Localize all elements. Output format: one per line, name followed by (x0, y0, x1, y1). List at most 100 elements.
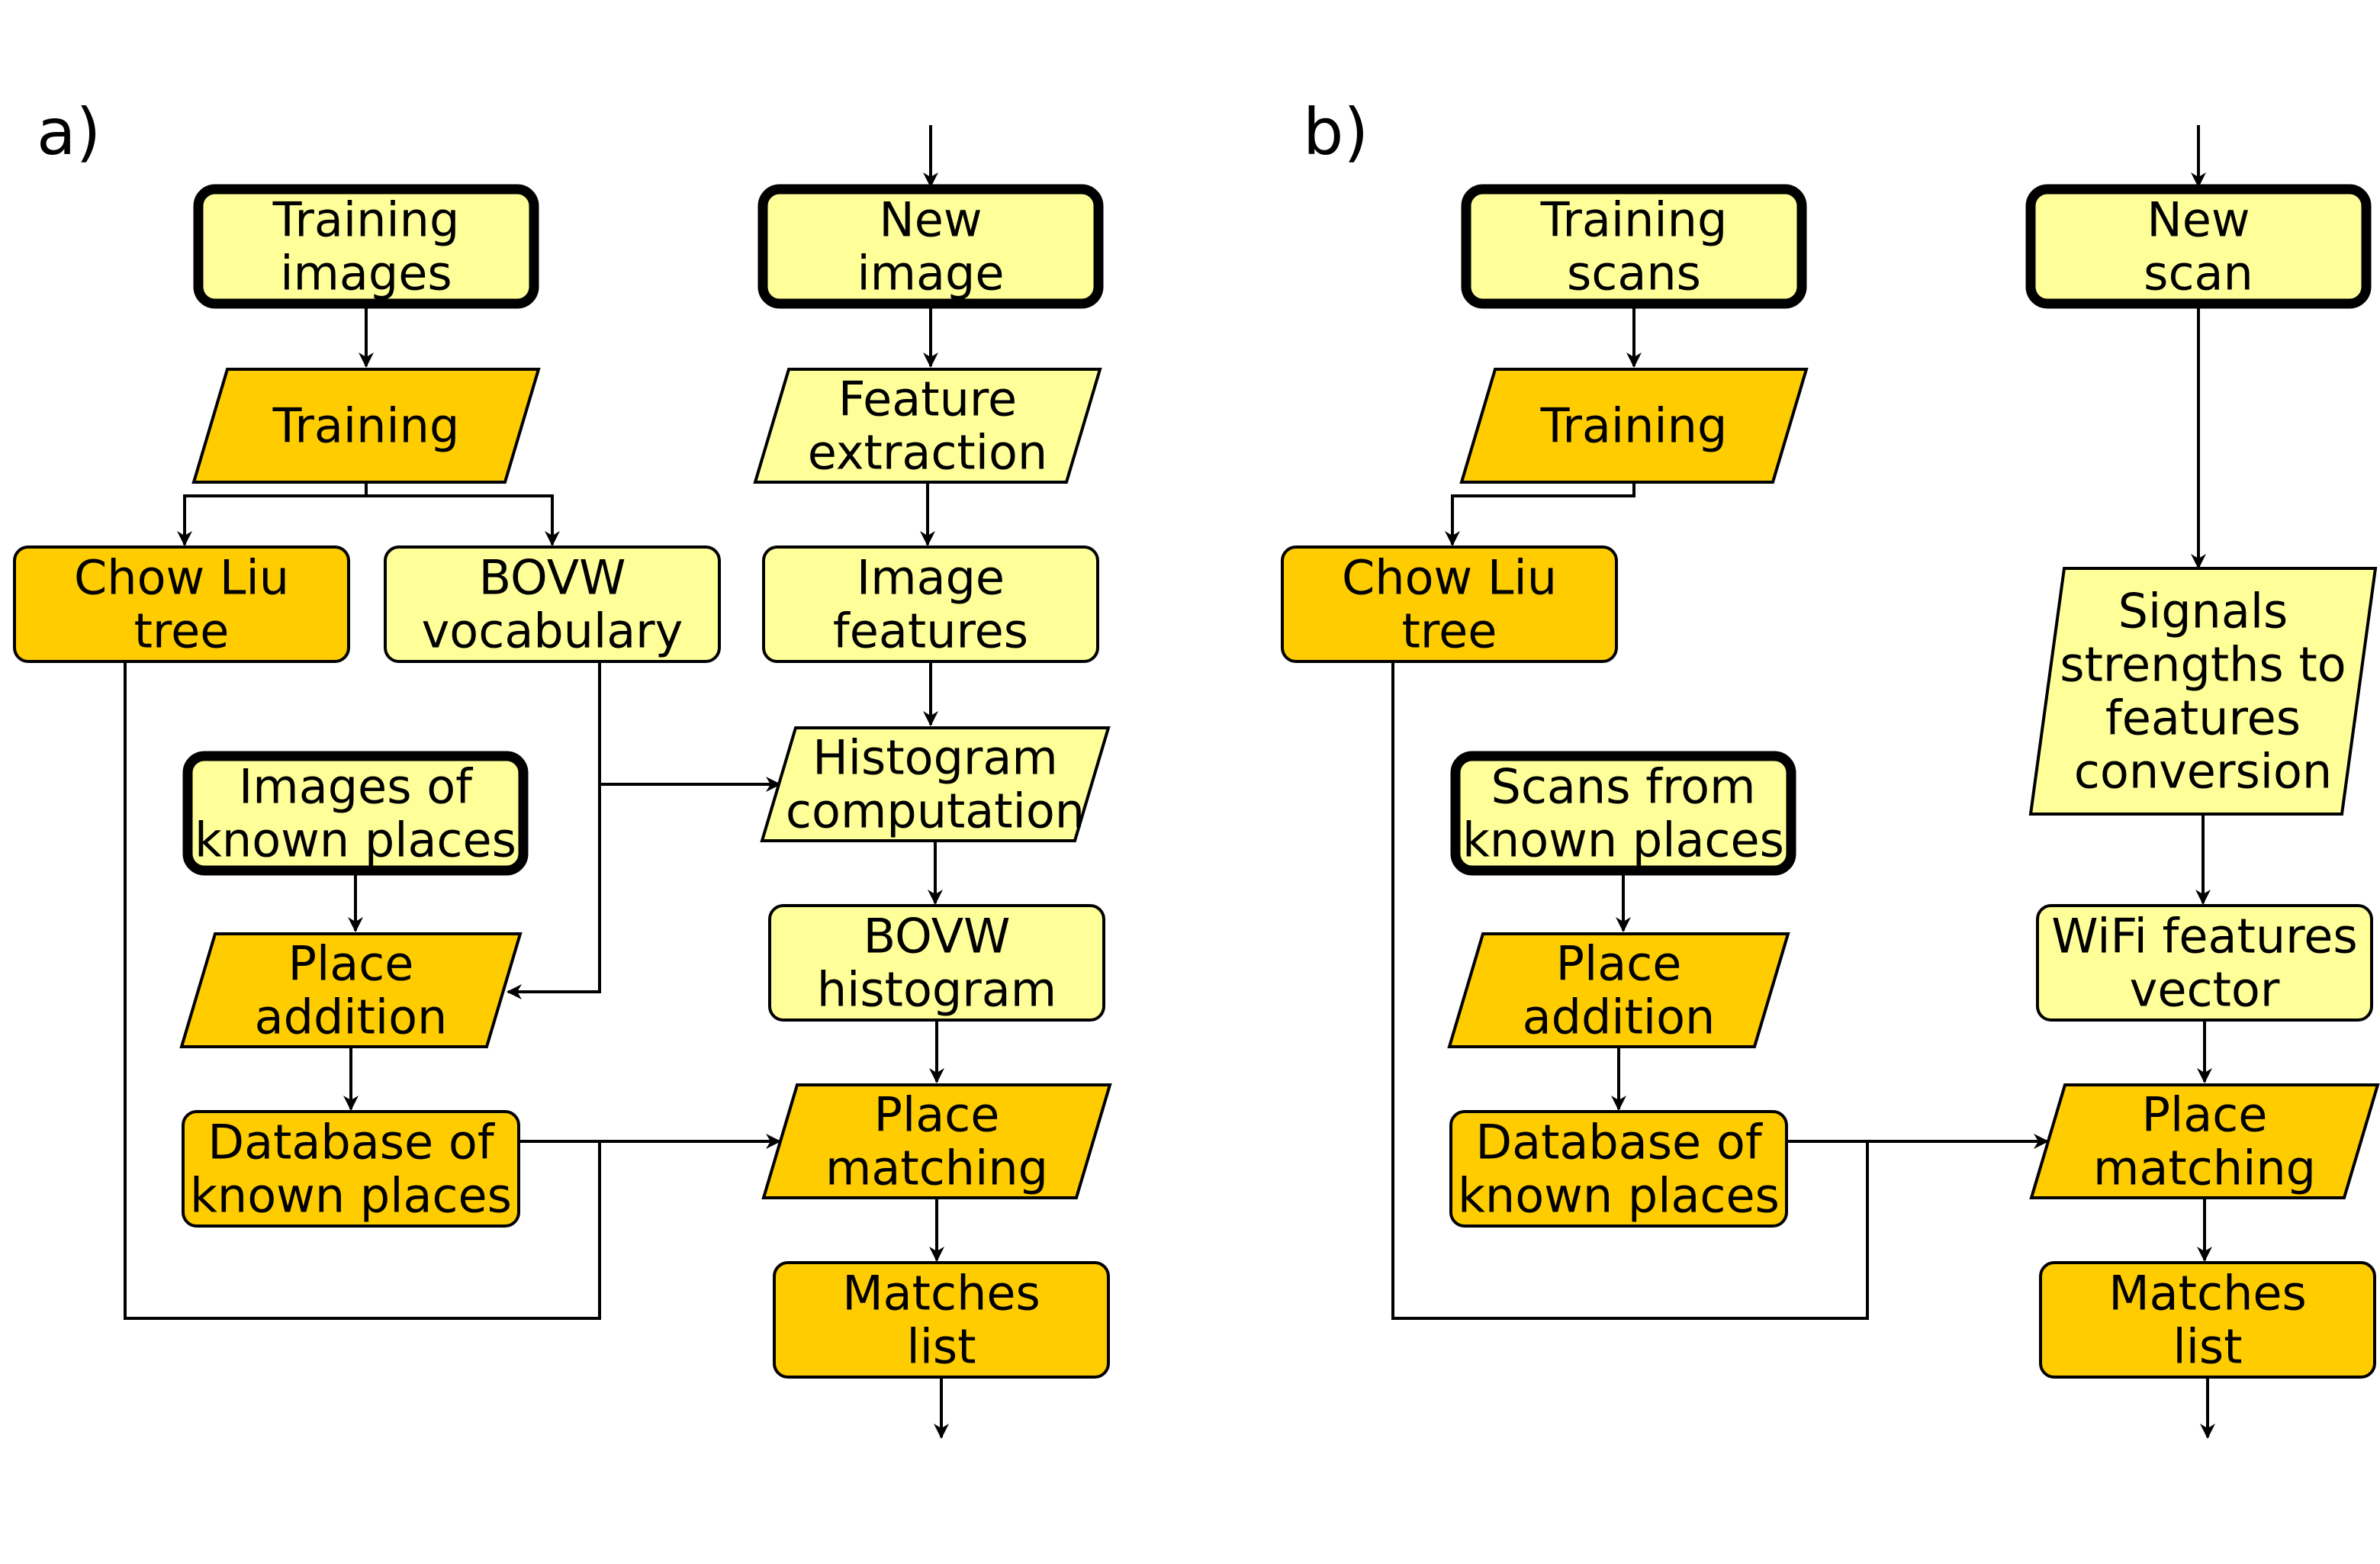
place-addition-node-a-text-line: addition (255, 990, 448, 1045)
training-images-node-text-line: images (280, 246, 452, 301)
bovw-histogram-node-shape (768, 904, 1105, 1022)
new-scan-node-shape (2025, 184, 2372, 309)
database-known-places-node-b-text-line: known places (1458, 1168, 1780, 1224)
database-known-places-node-a-shape (182, 1110, 520, 1228)
histogram-computation-node-text-line: computation (786, 784, 1085, 839)
wifi-features-vector-node-text-line: vector (2130, 962, 2280, 1018)
matches-list-node-b-shape (2039, 1261, 2376, 1379)
bovw-vocabulary-node-text-line: BOVW (479, 550, 626, 606)
place-matching-node-b-shape (2029, 1083, 2380, 1199)
bovw-vocabulary-node-shape (384, 545, 721, 663)
training-scans-node-text-line: scans (1567, 246, 1701, 301)
edge-b-training-to-chow (1445, 482, 1635, 546)
histogram-computation-node-text-line: Histogram (812, 730, 1058, 786)
training-node-a-text-line: Training (272, 398, 460, 454)
feature-extraction-node-text-line: Feature (838, 372, 1017, 427)
chow-liu-tree-node-a-text-line: Chow Liu (74, 550, 289, 606)
bovw-histogram-node-text-line: BOVW (864, 909, 1011, 964)
training-node-b-text-line: Training (1540, 398, 1728, 454)
image-features-node-text-line: features (833, 603, 1028, 659)
image-features-node-shape (762, 545, 1099, 663)
edge-a-bovw-to-place-addition (507, 661, 601, 999)
scans-known-places-node-shape (1450, 751, 1796, 876)
images-known-places-node-text-line: Images of (239, 759, 474, 815)
new-image-node-text-line: New (879, 192, 982, 248)
panel-a-label: a) (37, 95, 101, 169)
new-image-node-text-line: image (857, 246, 1004, 301)
chow-liu-tree-node-a-shape (13, 545, 350, 663)
matches-list-node-b-text-line: Matches (2108, 1266, 2307, 1321)
edge-a-chow-to-matching (124, 661, 601, 1320)
training-node-b: Training (1459, 368, 1809, 484)
place-matching-node-a-text-line: matching (825, 1141, 1048, 1196)
signals-conversion-node-text-line: conversion (2074, 744, 2332, 800)
training-node-a-shape (191, 368, 541, 484)
edge-a-training-split (177, 482, 368, 546)
histogram-computation-node-shape (760, 726, 1111, 842)
signals-conversion-node-text-line: Signals (2118, 584, 2288, 639)
matches-list-node-b-text-line: list (2173, 1319, 2242, 1375)
place-matching-node-b-text-line: matching (2093, 1141, 2316, 1196)
place-addition-node-a-text-line: Place (288, 936, 414, 992)
database-known-places-node-b-text-line: Database of (1475, 1115, 1763, 1170)
signals-conversion-node-text-line: features (2105, 690, 2301, 746)
matches-list-node-a-text-line: list (906, 1319, 976, 1375)
scans-known-places-node-text-line: Scans from (1491, 759, 1755, 815)
wifi-features-vector-node-text-line: WiFi features (2051, 909, 2357, 964)
signals-conversion-node-text-line: strengths to (2060, 637, 2346, 693)
place-addition-node-a-shape (179, 932, 523, 1048)
matches-list-node-a-shape (773, 1261, 1110, 1379)
place-addition-node-b-text-line: Place (1556, 936, 1682, 992)
edge-a-training-to-bovw (366, 494, 560, 546)
feature-extraction-node-shape (753, 368, 1102, 484)
chow-liu-tree-node-b-shape (1281, 545, 1618, 663)
images-known-places-node-text-line: known places (195, 813, 516, 868)
database-known-places-node-a-text-line: known places (190, 1168, 512, 1224)
place-matching-node-a-text-line: Place (874, 1087, 1000, 1143)
database-known-places-node-a-text-line: Database of (207, 1115, 495, 1170)
image-features-node-text-line: Image (857, 550, 1005, 606)
place-addition-node-b-text-line: addition (1523, 990, 1716, 1045)
place-addition-node-b-shape (1447, 932, 1790, 1048)
edge-b-chow-to-matching (1391, 661, 1869, 1320)
training-node-b-shape (1459, 368, 1809, 484)
chow-liu-tree-node-a-text-line: tree (134, 603, 230, 659)
panel-label-layer: a) b) (37, 95, 1368, 169)
training-scans-node-text-line: Training (1540, 192, 1728, 248)
matches-list-node-a-text-line: Matches (842, 1266, 1040, 1321)
scans-known-places-node-text-line: known places (1462, 813, 1784, 868)
chow-liu-tree-node-b-text-line: Chow Liu (1342, 550, 1557, 606)
wifi-features-vector-node-shape (2036, 904, 2373, 1022)
feature-extraction-node-text-line: extraction (808, 425, 1047, 481)
database-known-places-node-b-shape (1449, 1110, 1788, 1228)
training-images-node-text-line: Training (272, 192, 460, 248)
panel-b-label: b) (1303, 95, 1368, 169)
place-matching-node-a-shape (761, 1083, 1112, 1199)
signals-conversion-node-shape (2028, 567, 2378, 816)
training-scans-node-shape (1461, 184, 1807, 309)
images-known-places-node-shape (182, 751, 529, 876)
new-scan-node-text-line: scan (2144, 246, 2253, 301)
